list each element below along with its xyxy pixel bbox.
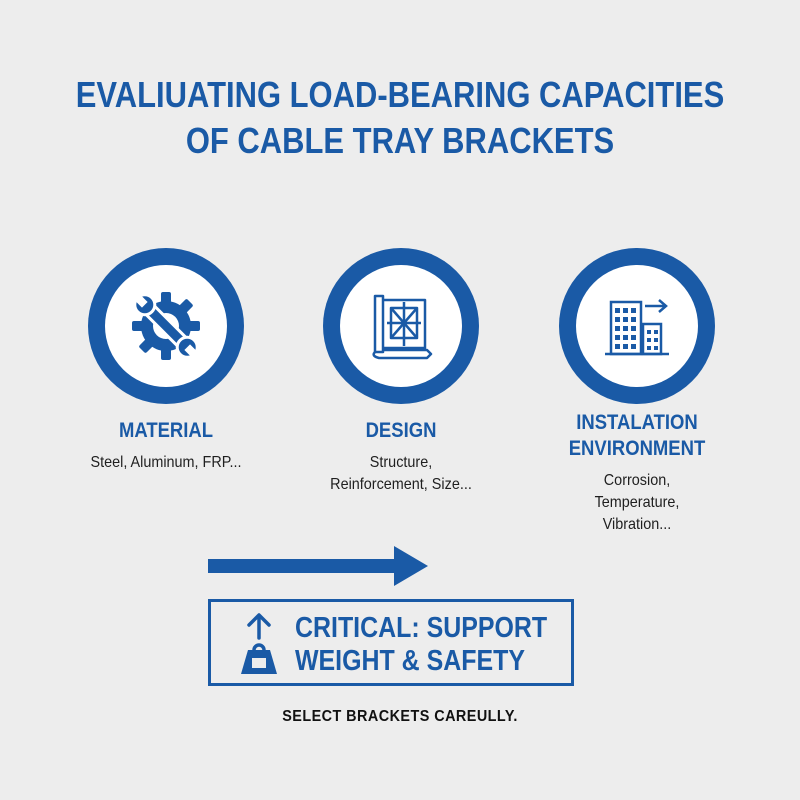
factor-environment-title: INSTALATION ENVIRONMENT (568, 411, 706, 460)
page-title: EVALIUATING LOAD-BEARING CAPACITIES OF C… (56, 72, 744, 164)
factor-material-title: MATERIAL (118, 419, 214, 442)
design-icon-ring (323, 248, 479, 404)
callout-line-1: CRITICAL: SUPPORT (295, 612, 548, 644)
wrench-gear-icon (132, 292, 200, 360)
right-arrow-icon (208, 546, 428, 586)
factor-material-desc: Steel, Aluminum, FRP... (90, 454, 242, 471)
blueprint-icon (372, 294, 433, 360)
title-line-1: EVALIUATING LOAD-BEARING CAPACITIES (75, 74, 725, 115)
factor-environment: INSTALATION ENVIRONMENT Corrosion, Tempe… (527, 248, 747, 536)
material-icon-ring (88, 248, 244, 404)
footer-note: SELECT BRACKETS CAREULLY. (282, 708, 518, 725)
callout-text: CRITICAL: SUPPORT WEIGHT & SAFETY (295, 612, 547, 678)
factor-environment-desc: Corrosion, Temperature, Vibration... (594, 472, 680, 533)
factor-design-desc: Structure, Reinforcement, Size... (330, 454, 472, 493)
factor-design-title: DESIGN (365, 419, 437, 442)
factor-material: MATERIAL Steel, Aluminum, FRP... (56, 248, 276, 474)
critical-callout: CRITICAL: SUPPORT WEIGHT & SAFETY (208, 599, 574, 686)
buildings-arrow-icon (605, 299, 669, 356)
environment-icon-ring (559, 248, 715, 404)
callout-line-2: WEIGHT & SAFETY (295, 645, 526, 677)
weight-up-arrow-icon (241, 613, 277, 674)
title-line-2: OF CABLE TRAY BRACKETS (185, 120, 615, 161)
factor-design: DESIGN Structure, Reinforcement, Size... (291, 248, 511, 496)
